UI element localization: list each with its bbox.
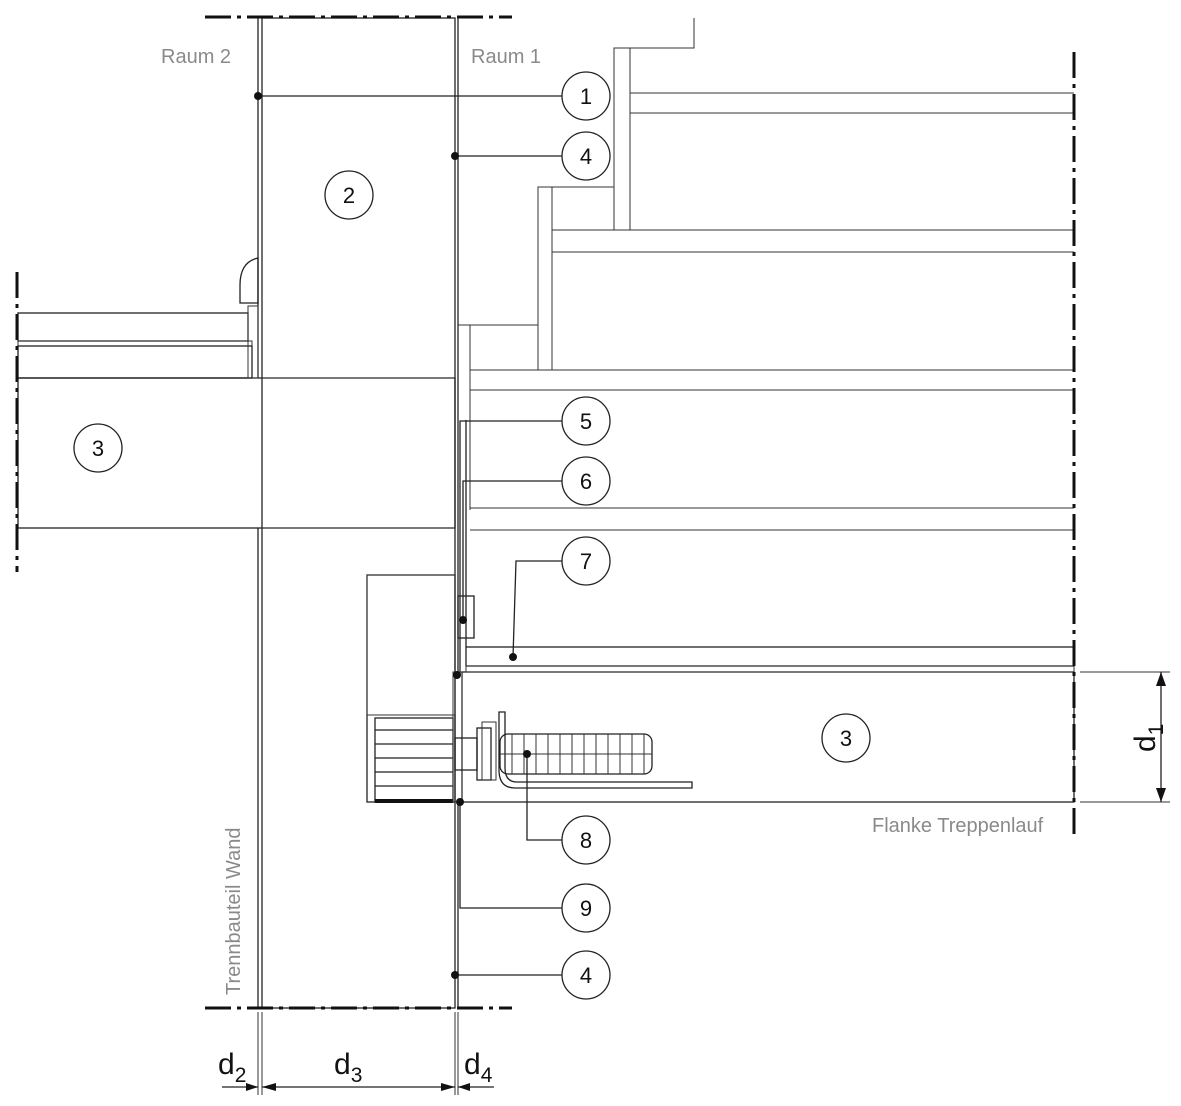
pocket-void — [366, 574, 456, 803]
room-1-label: Raum 1 — [471, 46, 541, 68]
dimension-d1: d1 — [1080, 671, 1170, 803]
skirting-sealant — [239, 257, 259, 304]
callout-6: 6 — [561, 456, 611, 506]
break-lines — [15, 15, 1076, 1010]
separation-foil — [17, 340, 253, 347]
stair-flank-label: Flanke Treppenlauf — [872, 815, 1044, 837]
wall-pocket — [366, 574, 463, 803]
pocket-hatch — [366, 574, 456, 716]
floor-covering — [465, 646, 1075, 667]
callout-5: 5 — [561, 396, 611, 446]
svg-text:2: 2 — [343, 183, 355, 208]
screed-layer — [17, 312, 249, 342]
dimension-row-bottom: d2 d3 d4 — [218, 1012, 494, 1095]
stair-console-bolt — [454, 711, 693, 789]
wall-label: Trennbauteil Wand — [223, 828, 245, 996]
svg-text:3: 3 — [840, 726, 852, 751]
callout-1: 1 — [561, 71, 611, 121]
svg-text:1: 1 — [580, 84, 592, 109]
callout-4-top: 4 — [561, 131, 611, 181]
left-floor-slab — [17, 377, 456, 529]
callout-3-right: 3 — [821, 713, 871, 763]
callout-7: 7 — [561, 536, 611, 586]
svg-text:3: 3 — [92, 436, 104, 461]
svg-text:4: 4 — [580, 963, 592, 988]
d3-label: d3 — [334, 1048, 362, 1087]
separating-wall — [261, 17, 456, 1009]
svg-text:5: 5 — [580, 409, 592, 434]
left-floor-buildup — [17, 257, 259, 379]
d4-label: d4 — [464, 1048, 493, 1087]
landing-finish — [457, 420, 1075, 673]
impact-insulation — [17, 345, 253, 379]
bearing-element — [374, 717, 454, 803]
callout-9: 9 — [561, 883, 611, 933]
edge-strip — [247, 305, 259, 379]
leader-lines — [254, 92, 562, 979]
callout-2: 2 — [324, 170, 374, 220]
wall-and-slabs — [17, 17, 1075, 1009]
svg-text:8: 8 — [580, 828, 592, 853]
svg-text:4: 4 — [580, 144, 592, 169]
d2-label: d2 — [218, 1048, 246, 1087]
stair-steps — [458, 18, 1074, 531]
d1-label: d1 — [1129, 724, 1168, 752]
room-2-label: Raum 2 — [161, 46, 231, 68]
svg-text:9: 9 — [580, 896, 592, 921]
svg-text:6: 6 — [580, 469, 592, 494]
callout-4-bottom: 4 — [561, 950, 611, 1000]
callout-8: 8 — [561, 815, 611, 865]
svg-text:7: 7 — [580, 549, 592, 574]
callout-3-left: 3 — [73, 423, 123, 473]
